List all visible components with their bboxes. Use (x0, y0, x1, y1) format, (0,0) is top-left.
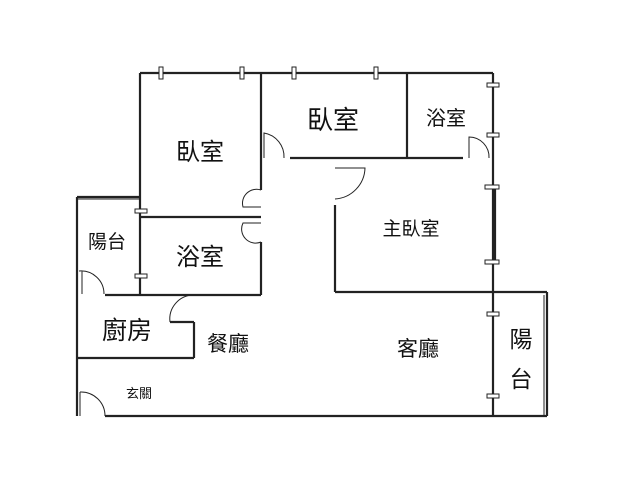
label-entrance: 玄關 (126, 387, 152, 402)
label-balcony-left: 陽台 (88, 231, 126, 253)
label-living-room: 客廳 (397, 337, 439, 361)
room-labels: 臥室 臥室 浴室 陽台 浴室 主臥室 廚房 餐廳 客廳 陽 台 玄關 (88, 106, 533, 402)
walls (75, 71, 549, 418)
label-bedroom-top: 臥室 (307, 106, 359, 136)
label-balcony-right-1: 陽 (510, 327, 533, 353)
label-kitchen: 廚房 (102, 316, 152, 345)
doors (78, 132, 490, 417)
label-dining-room: 餐廳 (207, 332, 249, 356)
label-master-bedroom: 主臥室 (382, 218, 439, 240)
label-bathroom-top: 浴室 (426, 106, 466, 130)
label-bedroom-left: 臥室 (176, 138, 224, 166)
label-bathroom-left: 浴室 (176, 243, 224, 271)
label-balcony-right-2: 台 (510, 367, 533, 393)
windows (134, 66, 500, 399)
